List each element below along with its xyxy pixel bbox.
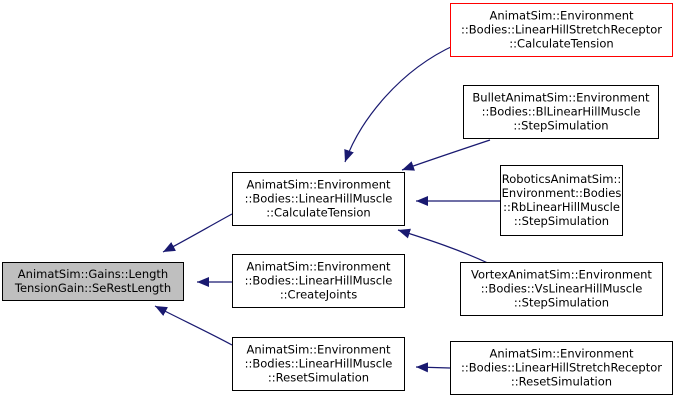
node-calc[interactable]: AnimatSim::Environment::Bodies::LinearHi… bbox=[232, 172, 405, 226]
node-label-bullet-line-0: BulletAnimatSim::Environment bbox=[472, 91, 650, 105]
node-label-vortex-line-1: ::Bodies::VsLinearHillMuscle bbox=[481, 282, 643, 296]
node-label-stretch-reset-line-2: ::ResetSimulation bbox=[511, 375, 612, 389]
node-label-robotics-line-1: Environment::Bodies bbox=[502, 186, 622, 200]
node-box-joints bbox=[232, 254, 405, 308]
node-bullet[interactable]: BulletAnimatSim::Environment::Bodies::Bl… bbox=[463, 85, 659, 139]
edge-vortex-to-calc bbox=[397, 228, 491, 265]
node-label-robotics-line-3: ::StepSimulation bbox=[514, 214, 609, 228]
node-label-reset-line-0: AnimatSim::Environment bbox=[247, 343, 391, 357]
node-box-vortex bbox=[460, 262, 663, 316]
node-label-stretch-calc-line-0: AnimatSim::Environment bbox=[490, 9, 634, 23]
node-reset[interactable]: AnimatSim::Environment::Bodies::LinearHi… bbox=[232, 337, 405, 391]
node-label-vortex-line-0: VortexAnimatSim::Environment bbox=[471, 268, 652, 282]
edge-stretch-calc-to-calc bbox=[344, 44, 456, 163]
node-label-bullet-line-2: ::StepSimulation bbox=[513, 119, 608, 133]
node-robotics[interactable]: RoboticsAnimatSim::Environment::Bodies::… bbox=[500, 165, 623, 236]
node-box-stretch-calc bbox=[450, 3, 673, 57]
node-stretch-reset[interactable]: AnimatSim::Environment::Bodies::LinearHi… bbox=[450, 341, 673, 395]
nodes-layer: AnimatSim::Gains::LengthTensionGain::SeR… bbox=[2, 3, 673, 395]
node-box-stretch-reset bbox=[450, 341, 673, 395]
node-box-root bbox=[2, 262, 184, 301]
node-label-reset-line-2: ::ResetSimulation bbox=[268, 371, 369, 385]
edge-stretch-reset-to-reset bbox=[415, 362, 451, 373]
node-stretch-calc[interactable]: AnimatSim::Environment::Bodies::LinearHi… bbox=[450, 3, 673, 57]
node-label-calc-line-1: ::Bodies::LinearHillMuscle bbox=[245, 192, 393, 206]
node-label-stretch-reset-line-0: AnimatSim::Environment bbox=[490, 347, 634, 361]
node-label-joints-line-1: ::Bodies::LinearHillMuscle bbox=[245, 274, 393, 288]
edge-bullet-to-calc bbox=[401, 139, 491, 171]
node-label-joints-line-0: AnimatSim::Environment bbox=[247, 260, 391, 274]
node-box-bullet bbox=[463, 85, 659, 139]
node-label-bullet-line-1: ::Bodies::BlLinearHillMuscle bbox=[482, 105, 641, 119]
edges-layer bbox=[154, 44, 500, 373]
node-label-calc-line-2: ::CalculateTension bbox=[266, 206, 370, 220]
node-label-vortex-line-2: ::StepSimulation bbox=[514, 296, 609, 310]
node-box-robotics bbox=[500, 165, 623, 236]
node-label-stretch-calc-line-2: ::CalculateTension bbox=[509, 37, 613, 51]
node-label-robotics-line-0: RoboticsAnimatSim:: bbox=[502, 172, 621, 186]
node-label-stretch-calc-line-1: ::Bodies::LinearHillStretchReceptor bbox=[461, 23, 662, 37]
edge-reset-to-root bbox=[154, 305, 233, 346]
node-vortex[interactable]: VortexAnimatSim::Environment::Bodies::Vs… bbox=[460, 262, 663, 316]
edge-calc-to-root bbox=[162, 213, 233, 253]
node-label-calc-line-0: AnimatSim::Environment bbox=[247, 178, 391, 192]
node-label-root-line-1: TensionGain::SeRestLength bbox=[14, 281, 171, 295]
node-root[interactable]: AnimatSim::Gains::LengthTensionGain::SeR… bbox=[2, 262, 184, 301]
node-label-root-line-0: AnimatSim::Gains::Length bbox=[18, 267, 168, 281]
node-label-reset-line-1: ::Bodies::LinearHillMuscle bbox=[245, 357, 393, 371]
node-box-reset bbox=[232, 337, 405, 391]
node-box-calc bbox=[232, 172, 405, 226]
node-label-joints-line-2: ::CreateJoints bbox=[280, 288, 357, 302]
node-label-robotics-line-2: ::RbLinearHillMuscle bbox=[503, 200, 620, 214]
node-label-stretch-reset-line-1: ::Bodies::LinearHillStretchReceptor bbox=[461, 361, 662, 375]
node-joints[interactable]: AnimatSim::Environment::Bodies::LinearHi… bbox=[232, 254, 405, 308]
